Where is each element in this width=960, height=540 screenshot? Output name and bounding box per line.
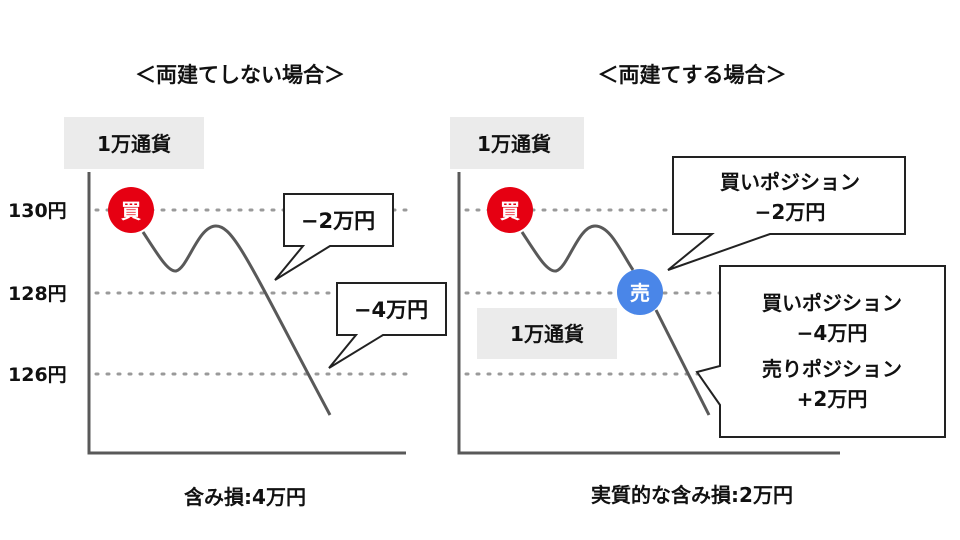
right-lot-label-sell: 1万通貨	[510, 322, 584, 346]
right-lot-tag-buy	[450, 117, 584, 169]
callout-both-line4: +2万円	[797, 387, 868, 411]
callout-buy-position	[667, 156, 906, 271]
sell-marker-label: 売	[630, 281, 650, 305]
right-title: ＜両建てする場合＞	[598, 63, 787, 87]
right-lot-tag-sell	[477, 308, 617, 359]
left-lot-tag	[64, 117, 204, 169]
left-axes	[87, 172, 406, 455]
left-lot-label: 1万通貨	[97, 132, 171, 156]
buy-marker-label: 買	[500, 199, 520, 223]
right-price-curve-before-sell	[520, 224, 635, 273]
buy-marker-label: 買	[121, 199, 141, 223]
sell-marker	[617, 269, 663, 315]
y-label-126: 126円	[8, 364, 67, 386]
callout-minus-2	[274, 193, 394, 281]
right-lot-label-buy: 1万通貨	[477, 132, 551, 156]
right-summary: 実質的な含み損:2万円	[591, 483, 793, 507]
callout-both-positions	[695, 265, 946, 438]
callout-buy-position-line1: 買いポジション	[720, 170, 860, 194]
y-label-130: 130円	[8, 200, 67, 222]
left-price-curve	[141, 224, 332, 416]
left-summary: 含み損:4万円	[184, 485, 306, 509]
callout-both-line2: −4万円	[797, 321, 868, 345]
right-axes	[457, 172, 840, 455]
buy-marker	[487, 187, 533, 233]
callout-minus-2-text: −2万円	[301, 209, 375, 233]
left-panel: ＜両建てしない場合＞ 1万通貨 130円 128円 126円 買 −2万円 −4…	[8, 63, 447, 509]
callout-both-line3: 売りポジション	[762, 357, 902, 381]
y-label-128: 128円	[8, 283, 67, 305]
callout-both-line1: 買いポジション	[762, 291, 902, 315]
callout-minus-4	[328, 282, 447, 369]
left-title: ＜両建てしない場合＞	[135, 63, 345, 87]
right-price-curve-after-sell	[654, 309, 711, 416]
right-panel: ＜両建てする場合＞ 1万通貨 1万通貨 買 売 買いポジション −2万円 買いポ…	[450, 63, 946, 507]
callout-minus-4-text: −4万円	[354, 298, 428, 322]
callout-buy-position-line2: −2万円	[755, 200, 826, 224]
buy-marker	[108, 187, 154, 233]
